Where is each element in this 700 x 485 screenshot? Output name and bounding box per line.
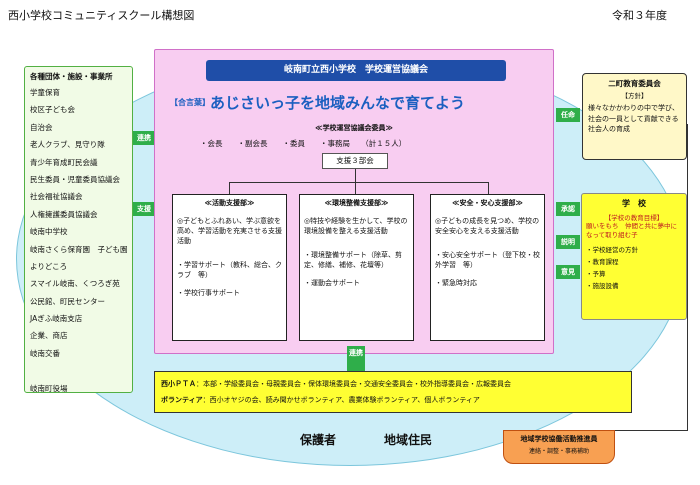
school-heading: 学 校 (622, 199, 646, 208)
connector-line (615, 430, 688, 431)
org-item: よりどころ (30, 261, 68, 271)
shonin-arrow: 承認 (556, 202, 580, 216)
org-item: 校区子ども会 (30, 105, 75, 115)
school-item: ・施設設備 (586, 282, 619, 290)
org-item: 岐南町役場 (30, 383, 68, 393)
org-item: 岐南さくら保育園 子ども園 (30, 244, 128, 254)
org-item: 人権擁護委員協議会 (30, 209, 98, 219)
renkei-left-arrow: 連携 (133, 131, 155, 145)
school-goal-text: 願いをもち 仲間と共に夢中になって取り組む子 (586, 222, 677, 239)
org-item: 老人クラブ、見守り隊 (30, 140, 105, 150)
members-list: ・会長 ・副会長 ・委員 ・事務局 （計１５人） (200, 139, 407, 148)
pta-text: ：本部・学級委員会・母親委員会・保体環境委員会・交通安全委員会・校外指導委員会・… (196, 380, 511, 388)
org-item: 自治会 (30, 122, 53, 132)
org-item: スマイル岐南、くつろぎ苑 (30, 279, 120, 289)
dept-safety-support: ≪安全・安心支援部≫ ◎子どもの成長を見つめ、学校の安全安心を支える支援活動 ・… (430, 194, 545, 341)
school-item: ・教育課程 (586, 258, 619, 266)
dept-item: ・緊急時対応 (435, 279, 477, 287)
dept-desc: ◎子どもとふれあい、学ぶ意欲を高め、学習活動を充実させる支援活動 (177, 217, 282, 245)
residents-label: 地域住民 (384, 433, 433, 447)
org-item: 岐南交番 (30, 348, 60, 358)
motto-text: あじさいっ子を地域みんなで育てよう (210, 94, 466, 112)
tree-line (355, 169, 356, 182)
volunteer-text: ：西小オヤジの会、読み聞かせボランティア、農業体験ボランティア、個人ボランティア (202, 396, 480, 404)
dept-name: ≪環境整備支援部≫ (324, 199, 389, 207)
members-heading: ≪学校運営協議会委員≫ (315, 124, 393, 132)
coordinator-heading: 地域学校協働活動推進員 (520, 435, 598, 443)
dept-name: ≪安全・安心支援部≫ (452, 199, 523, 207)
community-coordinator-box: 地域学校協働活動推進員 連絡・調整・事務補助 (503, 430, 615, 464)
setsumei-arrow: 説明 (556, 235, 580, 249)
dept-item: ・学校行事サポート (177, 289, 240, 297)
pta-label: 西小ＰＴＡ (161, 380, 196, 388)
connector-line (687, 124, 688, 431)
org-item: 民生委員・児童委員協議会 (30, 174, 120, 184)
org-item: 企業、商店 (30, 331, 68, 341)
org-item: JAぎふ岐南支店 (30, 314, 83, 324)
dept-desc: ◎特技や経験を生かして、学校の環境設備を整える支援活動 (304, 217, 408, 235)
renkei-bottom-arrow: 連携 (347, 346, 365, 372)
coordinator-duties: 連絡・調整・事務補助 (528, 448, 589, 455)
dept-name: ≪活動支援部≫ (204, 199, 255, 207)
school-box: 学 校 【学校の教育目標】 願いをもち 仲間と共に夢中になって取り組む子 ・学校… (581, 193, 687, 320)
shien-left-arrow: 支援 (133, 202, 155, 216)
dept-desc: ◎子どもの成長を見つめ、学校の安全安心を支える支援活動 (435, 217, 540, 235)
board-of-education-box: 二町教育委員会 【方針】 様々なかかわりの中で学び、社会の一員として貢献できる社… (582, 73, 687, 160)
motto: 【合言葉】あじさいっ子を地域みんなで育てよう (170, 92, 540, 113)
school-item: ・予算 (586, 270, 606, 278)
tree-line (355, 182, 356, 194)
organizations-heading: 各種団体・施設・事業所 (30, 72, 113, 81)
school-item: ・学校経営の方針 (586, 246, 638, 254)
org-item: 青少年育成町民会議 (30, 157, 98, 167)
board-policy-label: 【方針】 (621, 92, 648, 100)
tree-line (229, 182, 230, 194)
page-title: 西小学校コミュニティスクール構想図 (8, 9, 195, 22)
dept-item: ・運動会サポート (304, 279, 360, 287)
dept-item: ・安心安全サポート（登下校・校外学習 等） (435, 251, 540, 269)
dept-item: ・環境整備サポート（除草、剪定、修繕、補修、花壇等） (304, 251, 402, 269)
org-item: 公民館、町民センター (30, 296, 105, 306)
guardians-label: 保護者 (300, 433, 337, 447)
ninmei-arrow: 任命 (556, 108, 580, 122)
org-item: 社会福祉協議会 (30, 192, 83, 202)
fiscal-year: 令和３年度 (612, 9, 667, 22)
pta-row: 西小ＰＴＡ：本部・学級委員会・母親委員会・保体環境委員会・交通安全委員会・校外指… (161, 376, 625, 392)
tree-line (229, 182, 489, 183)
volunteer-row: ボランティア：西小オヤジの会、読み聞かせボランティア、農業体験ボランティア、個人… (161, 392, 625, 408)
dept-environment-support: ≪環境整備支援部≫ ◎特技や経験を生かして、学校の環境設備を整える支援活動 ・環… (299, 194, 414, 341)
volunteer-label: ボランティア (161, 396, 203, 404)
support-departments-label: 支援３部会 (322, 153, 388, 169)
org-item: 学童保育 (30, 88, 60, 97)
board-heading: 二町教育委員会 (608, 79, 661, 88)
motto-tag: 【合言葉】 (170, 98, 210, 107)
org-item: 岐南中学校 (30, 227, 68, 237)
tree-line (488, 182, 489, 194)
board-policy-text: 様々なかかわりの中で学び、社会の一員として貢献できる社会人の育成 (588, 104, 679, 133)
pta-volunteer-box: 西小ＰＴＡ：本部・学級委員会・母親委員会・保体環境委員会・交通安全委員会・校外指… (154, 371, 632, 413)
organizations-box: 各種団体・施設・事業所 学童保育 校区子ども会 自治会 老人クラブ、見守り隊 青… (24, 66, 133, 393)
school-goal-label: 【学校の教育目標】 (604, 214, 664, 222)
dept-activity-support: ≪活動支援部≫ ◎子どもとふれあい、学ぶ意欲を高め、学習活動を充実させる支援活動… (172, 194, 287, 341)
dept-item: ・学習サポート（教科、総合、クラブ 等） (177, 261, 282, 279)
iken-arrow: 意見 (556, 265, 580, 279)
org-item-spacer (30, 366, 129, 383)
council-title: 岐南町立西小学校 学校運営協議会 (206, 60, 506, 81)
